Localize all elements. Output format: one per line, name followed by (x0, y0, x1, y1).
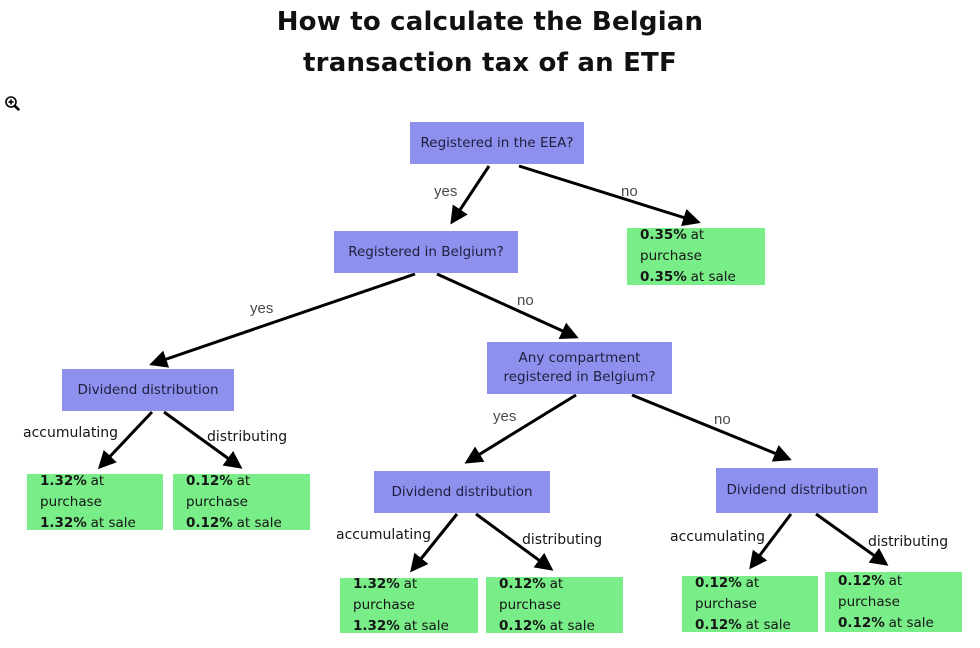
result-right-accumulating: 0.12%at purchase 0.12%at sale (682, 574, 818, 633)
node-dividend-distribution-left: Dividend distribution (62, 369, 234, 411)
result-right-distributing: 0.12%at purchase 0.12%at sale (825, 572, 962, 632)
result-eea-no: 0.35%at purchase 0.35%at sale (627, 227, 765, 285)
arrow-right-distributing (815, 512, 889, 566)
result-sale-line: 0.12%at sale (186, 514, 282, 531)
result-purchase-line: 0.12%at purchase (695, 574, 760, 612)
result-middle-accumulating: 1.32%at purchase 1.32%at sale (340, 576, 478, 634)
node-dividend-distribution-middle: Dividend distribution (374, 471, 550, 513)
node-label: Dividend distribution (77, 381, 219, 398)
result-sale-line: 0.12%at sale (838, 614, 934, 631)
node-registered-in-eea: Registered in the EEA? (410, 122, 584, 164)
arrow-left-distributing (163, 410, 243, 469)
result-purchase-line: 0.12%at purchase (186, 472, 251, 510)
node-compartment-registered: Any compartment registered in Belgium? (487, 342, 672, 394)
result-purchase-line: 0.35%at purchase (640, 227, 705, 264)
edge-label-right-distributing: distributing (868, 534, 949, 550)
result-sale-line: 0.12%at sale (499, 617, 595, 634)
result-sale-line: 1.32%at sale (40, 514, 136, 531)
node-label: Any compartment registered in Belgium? (503, 350, 656, 385)
node-label: Dividend distribution (391, 483, 533, 500)
node-registered-in-belgium: Registered in Belgium? (334, 231, 518, 273)
edge-label-compartment-yes: yes (493, 408, 517, 425)
arrow-belgium-yes (149, 272, 416, 368)
result-sale-line: 0.12%at sale (695, 616, 791, 633)
edge-label-right-accumulating: accumulating (670, 529, 765, 545)
arrow-mid-accumulating (410, 513, 459, 573)
edge-label-middle-distributing: distributing (522, 532, 603, 548)
result-left-distributing: 0.12%at purchase 0.12%at sale (173, 472, 310, 531)
arrow-right-accumulating (749, 513, 793, 570)
result-purchase-line: 0.12%at purchase (499, 575, 564, 613)
arrow-compartment-no (631, 393, 792, 462)
edge-label-compartment-no: no (714, 411, 731, 428)
result-middle-distributing: 0.12%at purchase 0.12%at sale (486, 575, 623, 634)
result-left-accumulating: 1.32%at purchase 1.32%at sale (27, 472, 163, 531)
node-dividend-distribution-right: Dividend distribution (716, 468, 878, 513)
result-sale-line: 0.35%at sale (640, 269, 736, 285)
arrow-left-accumulating (97, 410, 154, 470)
arrow-compartment-yes (464, 393, 577, 464)
result-sale-line: 1.32%at sale (353, 618, 449, 634)
result-purchase-line: 1.32%at purchase (40, 472, 105, 510)
result-purchase-line: 0.12%at purchase (838, 572, 903, 610)
edge-label-belgium-no: no (517, 292, 534, 309)
edge-label-middle-accumulating: accumulating (336, 527, 431, 543)
node-label: Dividend distribution (726, 482, 868, 498)
page-title: How to calculate the Belgian transaction… (276, 7, 704, 78)
arrow-eea-yes (450, 165, 491, 225)
edge-label-left-distributing: distributing (207, 429, 288, 445)
edge-label-eea-no: no (621, 183, 638, 200)
node-label: Registered in Belgium? (348, 243, 504, 260)
result-purchase-line: 1.32%at purchase (353, 576, 418, 613)
edge-label-left-accumulating: accumulating (23, 425, 118, 441)
node-label: Registered in the EEA? (420, 134, 574, 151)
edge-label-belgium-yes: yes (250, 300, 274, 317)
arrow-belgium-no (436, 272, 579, 340)
arrow-mid-distributing (475, 512, 554, 571)
edge-label-eea-yes: yes (434, 183, 458, 200)
arrow-eea-no (518, 164, 701, 227)
magnifier-plus-icon[interactable] (4, 95, 22, 113)
